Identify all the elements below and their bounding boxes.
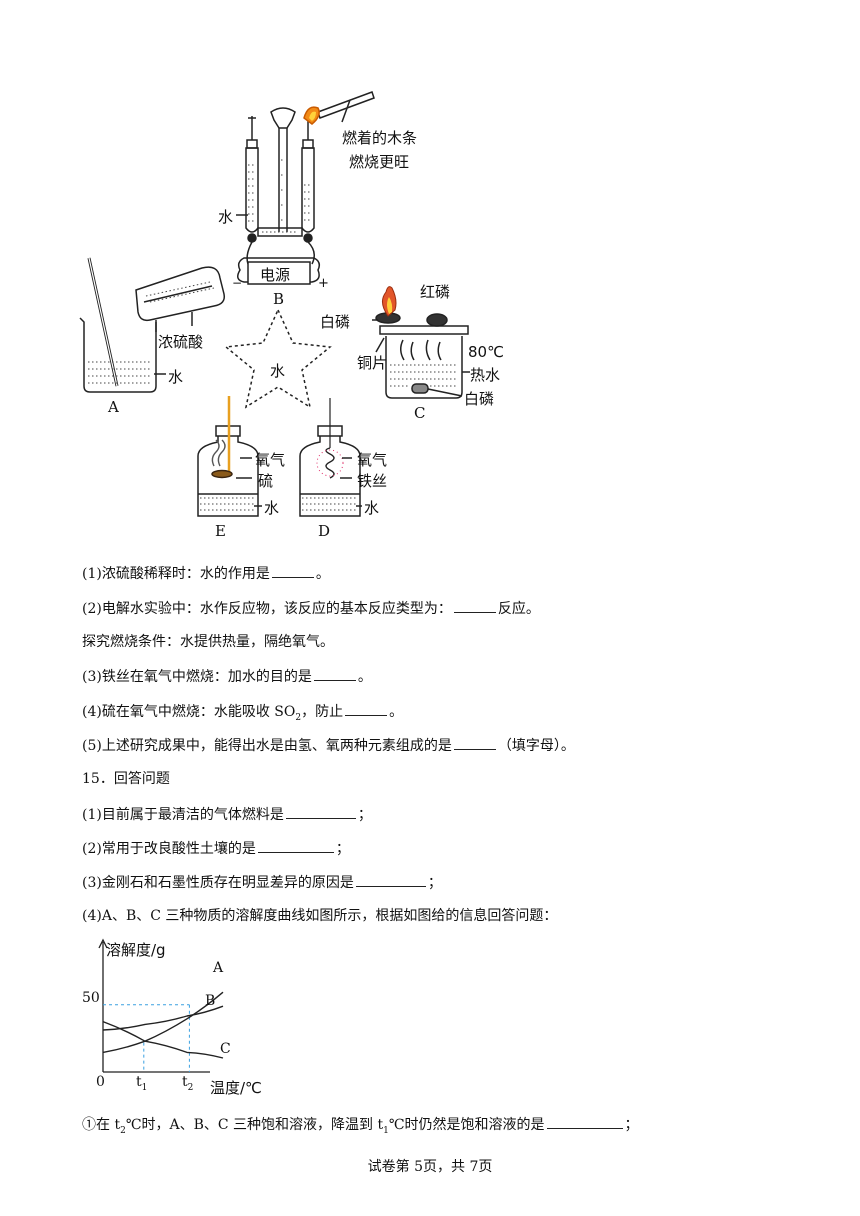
temperature-label: 80℃	[468, 343, 504, 361]
white-phosphorus-bottom-label: 白磷	[464, 390, 495, 408]
series-label-b: B	[205, 993, 216, 1009]
combustion-note: 探究燃烧条件：水提供热量，隔绝氧气。	[82, 634, 334, 650]
iron-wire-label: 铁丝	[357, 472, 388, 490]
letter-d: D	[318, 522, 331, 540]
electrolysis-apparatus-b	[237, 107, 321, 285]
bottle-e	[197, 396, 262, 517]
burning-stick	[303, 91, 375, 125]
question-3: (3)铁丝在氧气中燃烧：加水的目的是。	[82, 666, 372, 687]
hot-water-label: 热水	[470, 366, 501, 384]
beaker-a	[79, 257, 226, 393]
answer-blank-15-4-1[interactable]	[546, 1114, 623, 1129]
solubility-curve-b	[102, 1005, 224, 1031]
chart-x-label: 温度/℃	[210, 1079, 262, 1097]
copper-sheet-label: 铜片	[357, 354, 388, 372]
answer-blank-15-1[interactable]	[285, 804, 356, 819]
series-label-c: C	[220, 1041, 231, 1057]
chart-y-mark-50: 50	[82, 990, 100, 1006]
sulfur-label: 硫	[258, 472, 274, 490]
bottle-d	[299, 398, 362, 517]
water-label-e: 水	[264, 499, 280, 517]
answer-blank-15-3[interactable]	[355, 872, 426, 887]
star-water-label: 水	[270, 362, 286, 380]
question-15-3: (3)金刚石和石墨性质存在明显差异的原因是；	[82, 872, 442, 893]
letter-c: C	[414, 404, 426, 422]
question-5: (5)上述研究成果中，能得出水是由氢、氧两种元素组成的是（填字母）。	[82, 735, 575, 756]
phosphorus-flame	[382, 286, 397, 317]
chart-tick-t1: t1	[136, 1074, 148, 1093]
answer-blank-15-2[interactable]	[257, 838, 334, 853]
letter-e: E	[215, 522, 226, 540]
question-15-4: (4)A、B、C 三种物质的溶解度曲线如图所示，根据如图给的信息回答问题：	[82, 908, 558, 924]
plus-sign: +	[318, 276, 329, 291]
question-1: (1)浓硫酸稀释时：水的作用是。	[82, 563, 330, 584]
burning-stick-label-2: 燃烧更旺	[349, 153, 410, 171]
answer-blank-3[interactable]	[313, 666, 356, 681]
water-label-b: 水	[218, 208, 234, 226]
solubility-curve-c	[102, 1020, 224, 1059]
solubility-curve-a	[102, 991, 224, 1054]
answer-blank-5[interactable]	[453, 735, 496, 750]
water-experiments-figure	[79, 91, 470, 517]
conc-acid-label: 浓硫酸	[158, 333, 204, 351]
question-15-title: 15．回答问题	[82, 771, 170, 787]
chart-y-label: 溶解度/g	[106, 941, 166, 959]
letter-b: B	[273, 290, 285, 308]
white-phosphorus-top-label: 白磷	[320, 313, 351, 331]
water-label-a: 水	[168, 368, 184, 386]
answer-blank-4[interactable]	[345, 701, 388, 716]
question-15-2: (2)常用于改良酸性土壤的是；	[82, 838, 350, 859]
question-2: (2)电解水实验中：水作反应物，该反应的基本反应类型为：反应。	[82, 598, 540, 619]
power-supply-label: 电源	[260, 266, 291, 284]
question-15-4-1: ①在 t2℃时，A、B、C 三种饱和溶液，降温到 t1℃时仍然是饱和溶液的是；	[82, 1114, 639, 1141]
red-phosphorus-label: 红磷	[420, 283, 451, 301]
answer-blank-1[interactable]	[271, 563, 314, 578]
star-outline	[224, 308, 332, 409]
answer-blank-2[interactable]	[453, 598, 496, 613]
chart-origin: 0	[96, 1074, 105, 1090]
series-label-a: A	[213, 960, 224, 976]
solubility-curve-chart	[98, 938, 224, 1073]
minus-sign: −	[232, 276, 243, 290]
page-footer: 试卷第 5页，共 7页	[367, 1159, 493, 1175]
oxygen-label-d: 氧气	[357, 451, 388, 469]
burning-stick-label-1: 燃着的木条	[342, 129, 418, 147]
letter-a: A	[108, 398, 119, 416]
oxygen-label-e: 氧气	[255, 451, 286, 469]
chart-tick-t2: t2	[182, 1074, 194, 1093]
water-label-d: 水	[364, 499, 380, 517]
question-4: (4)硫在氧气中燃烧：水能吸收 SO2，防止。	[82, 701, 403, 728]
question-15-1: (1)目前属于最清洁的气体燃料是；	[82, 804, 372, 825]
combustion-apparatus-c	[372, 312, 469, 399]
